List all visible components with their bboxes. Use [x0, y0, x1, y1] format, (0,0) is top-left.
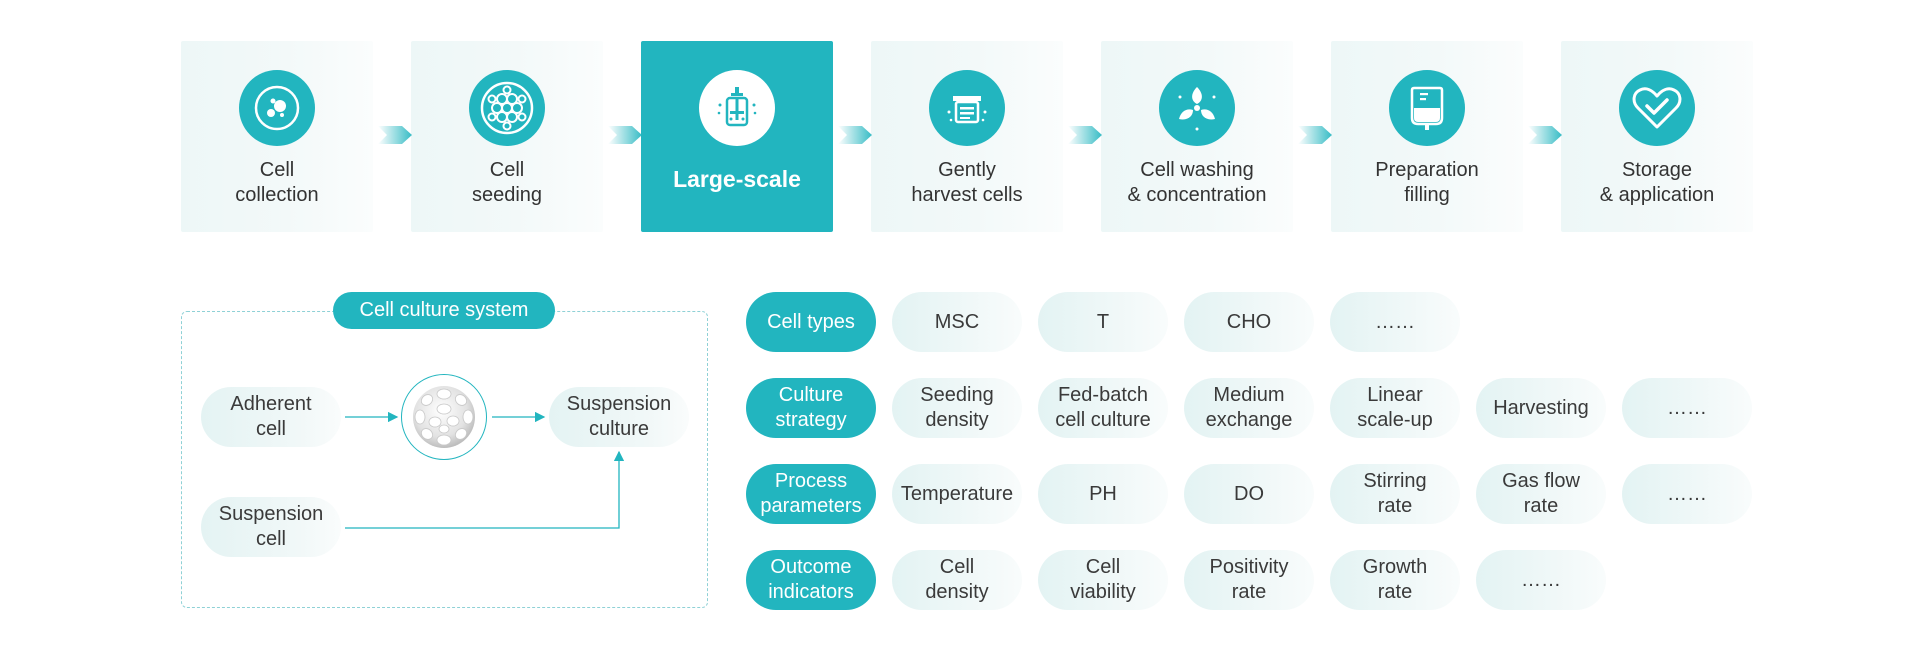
chip: ……: [1476, 550, 1606, 610]
cell-cluster-icon: [469, 70, 545, 146]
row-head-outcome-indicators: Outcome indicators: [746, 550, 876, 610]
chevron-right-icon: [1068, 126, 1102, 144]
step-preparation-filling: Preparation filling: [1331, 41, 1523, 232]
chevron-right-icon: [1528, 126, 1562, 144]
chip: Positivity rate: [1184, 550, 1314, 610]
infusion-bag-icon: [1389, 70, 1465, 146]
chip: T: [1038, 292, 1168, 352]
chevron-right-icon: [608, 126, 642, 144]
row-head-culture-strategy: Culture strategy: [746, 378, 876, 438]
centrifuge-icon: [1159, 70, 1235, 146]
suspension-cell-node: Suspension cell: [201, 497, 341, 557]
chip: Fed-batch cell culture: [1038, 378, 1168, 438]
chevron-right-icon: [838, 126, 872, 144]
chip: DO: [1184, 464, 1314, 524]
heart-check-icon: [1619, 70, 1695, 146]
chip: PH: [1038, 464, 1168, 524]
chip: Temperature: [892, 464, 1022, 524]
chip: Seeding density: [892, 378, 1022, 438]
chip: MSC: [892, 292, 1022, 352]
chip: CHO: [1184, 292, 1314, 352]
chip: Harvesting: [1476, 378, 1606, 438]
chip: Linear scale-up: [1330, 378, 1460, 438]
harvest-container-icon: [929, 70, 1005, 146]
step-label: Cell collection: [235, 159, 319, 206]
step-label: Large-scale: [673, 166, 801, 192]
step-label: Cell seeding: [471, 159, 543, 206]
chip: ……: [1622, 464, 1752, 524]
step-storage-application: Storage & application: [1561, 41, 1753, 232]
step-cell-washing: Cell washing & concentration: [1101, 41, 1293, 232]
cell-culture-system-title: Cell culture system: [333, 292, 555, 329]
chip: Gas flow rate: [1476, 464, 1606, 524]
step-label: Preparation filling: [1375, 159, 1479, 206]
row-head-cell-types: Cell types: [746, 292, 876, 352]
chevron-right-icon: [378, 126, 412, 144]
petri-dish-icon: [239, 70, 315, 146]
suspension-culture-node: Suspension culture: [549, 387, 689, 447]
adherent-cell-node: Adherent cell: [201, 387, 341, 447]
chip: Medium exchange: [1184, 378, 1314, 438]
step-cell-seeding: Cell seeding: [411, 41, 603, 232]
step-gently-harvest: Gently harvest cells: [871, 41, 1063, 232]
step-label: Gently harvest cells: [911, 159, 1023, 206]
chip: ……: [1330, 292, 1460, 352]
step-label: Cell washing & concentration: [1127, 159, 1267, 206]
chevron-right-icon: [1298, 126, 1332, 144]
step-label: Storage & application: [1599, 159, 1715, 206]
step-large-scale: Large-scale: [641, 41, 833, 232]
row-head-process-parameters: Process parameters: [746, 464, 876, 524]
chip: Cell viability: [1038, 550, 1168, 610]
bioreactor-icon: [699, 70, 775, 146]
chip: Cell density: [892, 550, 1022, 610]
step-cell-collection: Cell collection: [181, 41, 373, 232]
chip: ……: [1622, 378, 1752, 438]
chip: Stirring rate: [1330, 464, 1460, 524]
chip: Growth rate: [1330, 550, 1460, 610]
microcarrier-cell-image: [401, 374, 487, 460]
